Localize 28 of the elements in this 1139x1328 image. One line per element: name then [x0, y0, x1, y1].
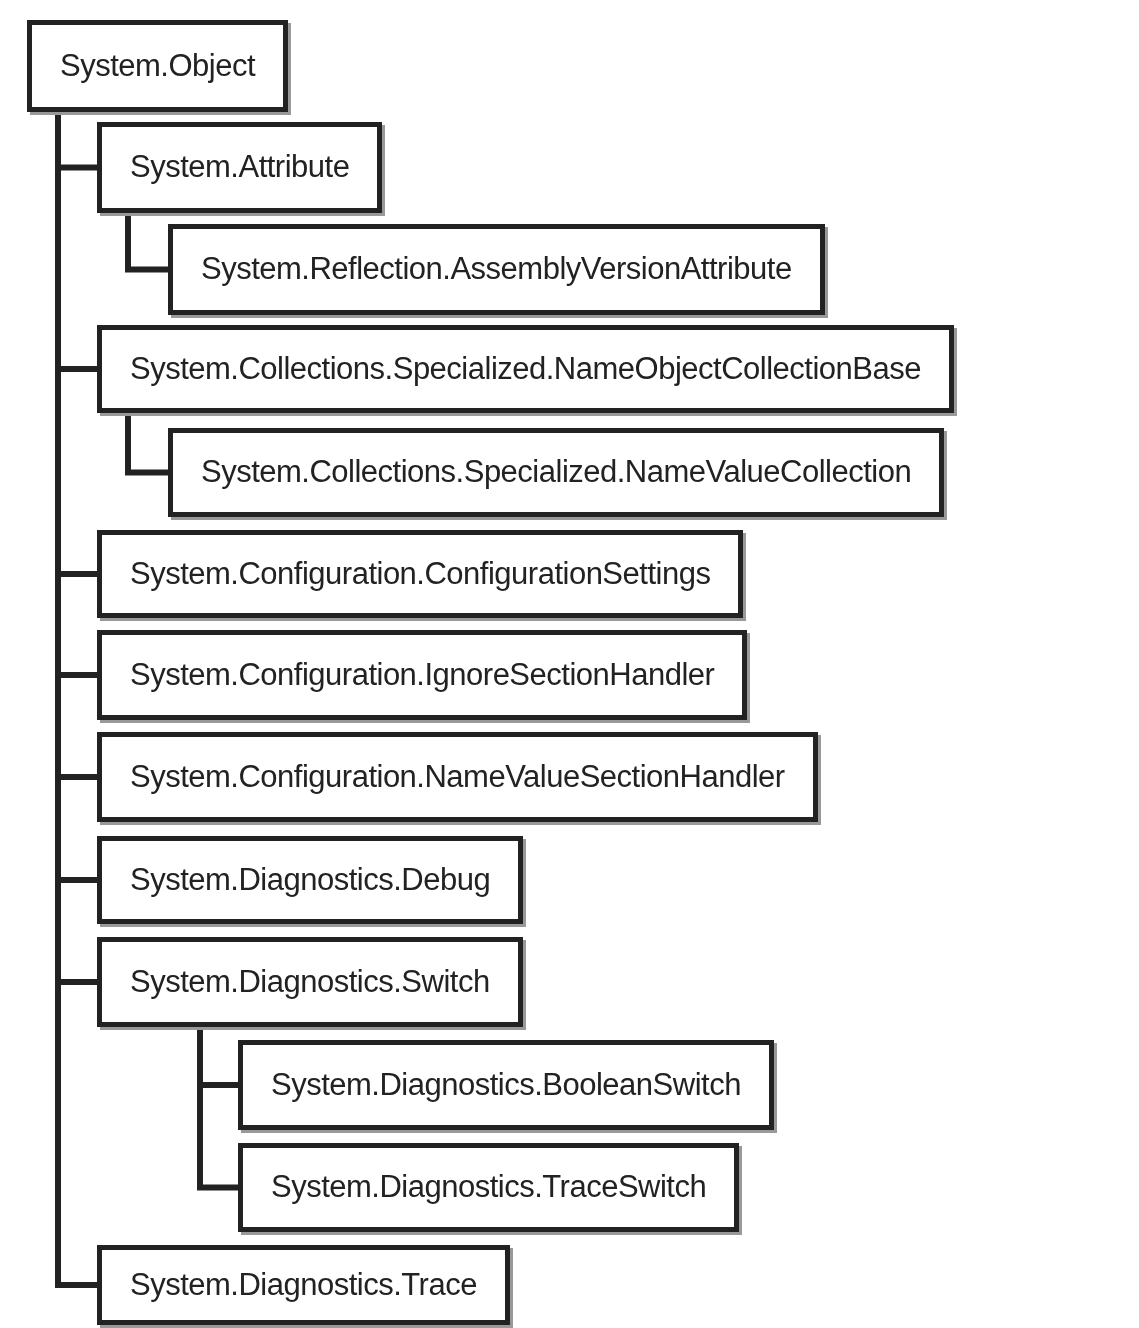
class-box [168, 428, 945, 517]
class-name: System.Diagnostics.BooleanSwitch [271, 1065, 741, 1104]
class-name: System.Diagnostics.Debug [130, 860, 491, 899]
class-box [97, 937, 523, 1027]
class-name: System.Attribute [130, 148, 350, 187]
class-box [168, 224, 825, 315]
class-box [97, 325, 954, 413]
class-name: System.Configuration.ConfigurationSettings [130, 554, 711, 593]
class-name: System.Diagnostics.Trace [130, 1265, 477, 1304]
class-box [97, 732, 818, 822]
class-name: System.Configuration.IgnoreSectionHandler [130, 655, 715, 694]
class-name: System.Reflection.AssemblyVersionAttribute [201, 250, 792, 289]
class-name: System.Collections.Specialized.NameObjectCollectionBase [130, 349, 921, 388]
class-name: System.Diagnostics.Switch [130, 962, 490, 1001]
class-box [238, 1040, 774, 1130]
class-name: System.Object [60, 46, 256, 85]
tree-connector [125, 413, 168, 476]
class-box [97, 836, 524, 924]
class-box [97, 530, 744, 618]
class-box [97, 1245, 510, 1325]
tree-connector [125, 213, 168, 273]
class-name: System.Collections.Specialized.NameValueCollection [201, 453, 912, 492]
class-box [27, 20, 289, 112]
class-name: System.Configuration.NameValueSectionHandler [130, 757, 785, 796]
class-box [238, 1143, 740, 1232]
class-box [97, 630, 748, 720]
class-box [97, 122, 383, 213]
class-name: System.Diagnostics.TraceSwitch [271, 1168, 707, 1207]
